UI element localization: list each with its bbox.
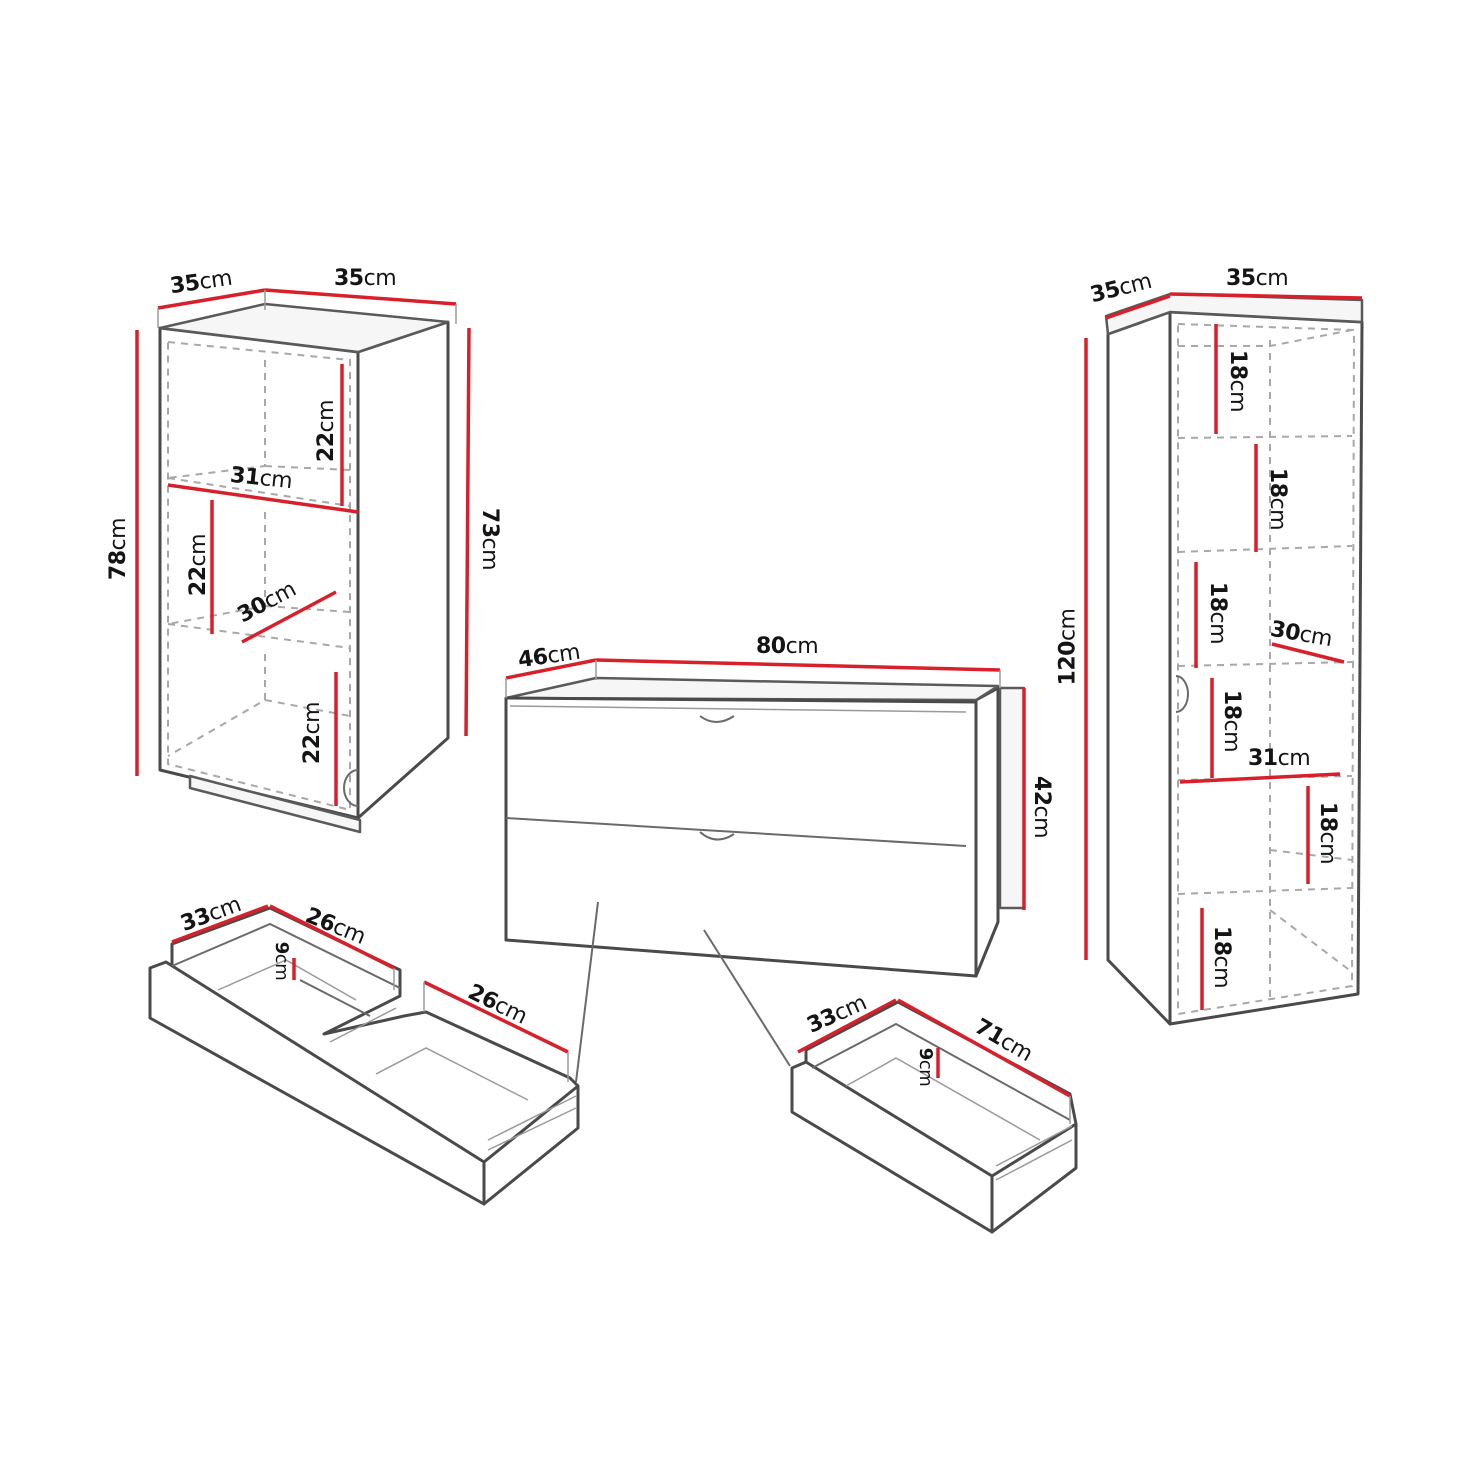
dim-unit: cm <box>1315 831 1341 865</box>
dim-unit: cm <box>1277 746 1311 771</box>
dim-value: 73 <box>477 507 503 538</box>
bookcase-width-label: 35cm <box>1226 266 1289 291</box>
dim-value: 35 <box>1226 266 1256 291</box>
cabinet-left-width-label: 35cm <box>334 266 397 291</box>
dim-value: 18 <box>1225 349 1251 380</box>
bookcase-shelf1-label: 18cm <box>1225 349 1251 413</box>
drawer-divided-drawing <box>148 904 580 1206</box>
dim-unit: cm <box>545 639 582 670</box>
dim-value: 31 <box>228 462 261 491</box>
drawer-single-height-label: 9cm <box>915 1047 937 1087</box>
dim-unit: cm <box>1255 266 1289 291</box>
dim-value: 22 <box>314 432 340 463</box>
cabinet-left-drawing <box>135 288 471 834</box>
dim-unit: cm <box>186 533 212 567</box>
bookcase-shelf-width-label: 31cm <box>1248 746 1311 771</box>
dim-unit: cm <box>1265 497 1291 531</box>
chest-height-label: 42cm <box>1029 775 1055 839</box>
dim-unit: cm <box>258 465 294 495</box>
dim-value: 18 <box>1265 467 1291 498</box>
drawer-divided-height-label: 9cm <box>271 941 293 981</box>
dim-value: 18 <box>1209 925 1235 956</box>
dim-unit: cm <box>363 266 397 291</box>
dim-unit: cm <box>477 537 503 571</box>
dim-value: 35 <box>168 270 202 300</box>
chest-center-drawing <box>504 658 1026 1083</box>
dim-value: 80 <box>756 634 786 659</box>
dim-value: 18 <box>1205 581 1231 612</box>
cabinet-left-shelf3-height-label: 22cm <box>300 701 326 765</box>
cabinet-left-shelf2-height-label: 22cm <box>186 533 212 597</box>
dim-unit: cm <box>106 517 132 551</box>
cabinet-left-shelf1-height-label: 22cm <box>314 399 340 463</box>
dim-value: 46 <box>516 644 550 674</box>
dim-value: 120 <box>1055 641 1081 686</box>
dim-unit: cm <box>300 701 326 735</box>
bookcase-right-drawing <box>1084 292 1364 1026</box>
dim-value: 31 <box>1248 746 1278 771</box>
dim-value: 30 <box>1268 616 1302 647</box>
dim-value: 9 <box>271 941 293 954</box>
drawer-single-drawing <box>790 998 1078 1234</box>
dim-value: 18 <box>1219 689 1245 720</box>
dim-unit: cm <box>915 1059 937 1087</box>
dim-unit: cm <box>1225 379 1251 413</box>
dim-value: 22 <box>300 734 326 765</box>
dim-unit: cm <box>1219 719 1245 753</box>
bookcase-shelf2-label: 18cm <box>1265 467 1291 531</box>
bookcase-shelf3-label: 18cm <box>1205 581 1231 645</box>
dim-value: 22 <box>186 566 212 597</box>
dim-unit: cm <box>271 953 293 981</box>
dim-unit: cm <box>1205 611 1231 645</box>
dim-value: 78 <box>106 550 132 581</box>
dim-unit: cm <box>785 634 819 659</box>
dim-unit: cm <box>1297 621 1334 653</box>
dim-value: 42 <box>1029 775 1055 806</box>
bookcase-height-label: 120cm <box>1055 608 1081 686</box>
cabinet-left-body-height-label: 73cm <box>477 507 503 571</box>
cabinet-left-total-height-label: 78cm <box>106 517 132 581</box>
dim-value: 18 <box>1315 801 1341 832</box>
dim-value: 9 <box>915 1047 937 1060</box>
dim-unit: cm <box>197 265 234 296</box>
dim-unit: cm <box>1029 805 1055 839</box>
chest-width-label: 80cm <box>756 634 819 659</box>
dim-unit: cm <box>1209 955 1235 989</box>
bookcase-shelf6-label: 18cm <box>1209 925 1235 989</box>
dim-unit: cm <box>1055 608 1081 642</box>
dim-value: 35 <box>334 266 364 291</box>
bookcase-shelf4-label: 18cm <box>1219 689 1245 753</box>
dim-unit: cm <box>314 399 340 433</box>
bookcase-shelf5-label: 18cm <box>1315 801 1341 865</box>
